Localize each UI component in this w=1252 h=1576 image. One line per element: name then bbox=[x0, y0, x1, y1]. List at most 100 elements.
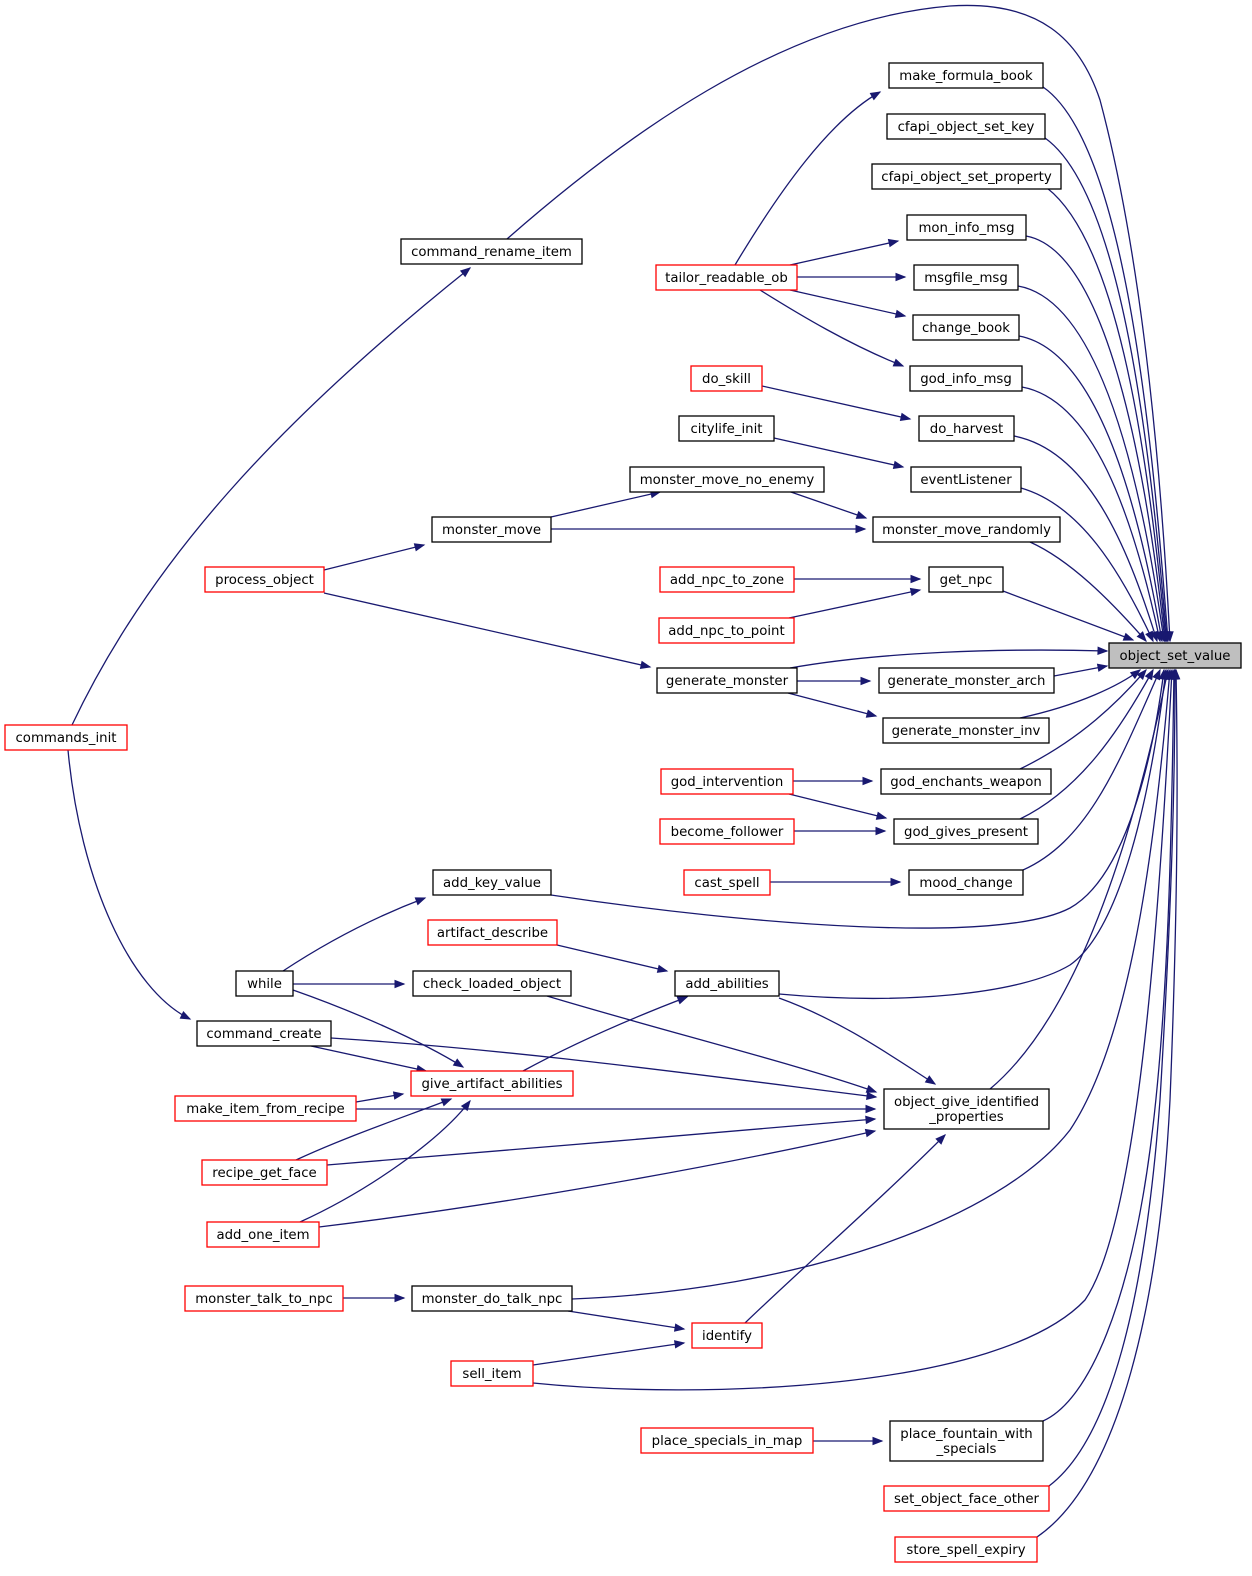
node-label-identify: identify bbox=[702, 1329, 752, 1344]
arrowhead-generate_monster-to-generate_monster_inv bbox=[865, 709, 878, 718]
arrowhead-generate_monster-to-generate_monster_arch bbox=[860, 676, 872, 686]
node-add_abilities[interactable]: add_abilities bbox=[674, 970, 780, 997]
node-make_item_from_recipe[interactable]: make_item_from_recipe bbox=[174, 1095, 357, 1122]
node-command_rename_item[interactable]: command_rename_item bbox=[400, 238, 583, 265]
node-box-get_npc bbox=[928, 566, 1004, 593]
node-box-add_npc_to_point bbox=[658, 617, 795, 644]
node-cfapi_object_set_property[interactable]: cfapi_object_set_property bbox=[871, 163, 1062, 190]
node-label-monster_move: monster_move bbox=[442, 523, 541, 538]
node-box-god_enchants_weapon bbox=[880, 768, 1052, 795]
node-box-identify bbox=[691, 1322, 763, 1349]
node-label-god_info_msg: god_info_msg bbox=[920, 372, 1012, 387]
node-box-god_intervention bbox=[660, 768, 794, 795]
node-do_skill[interactable]: do_skill bbox=[690, 365, 763, 392]
node-store_spell_expiry[interactable]: store_spell_expiry bbox=[894, 1536, 1038, 1563]
arrowhead-while-to-add_key_value bbox=[414, 897, 427, 906]
node-box-process_object bbox=[204, 566, 325, 593]
node-box-artifact_describe bbox=[427, 919, 558, 946]
node-make_formula_book[interactable]: make_formula_book bbox=[888, 62, 1044, 89]
node-recipe_get_face[interactable]: recipe_get_face bbox=[201, 1159, 328, 1186]
node-object_set_value[interactable]: object_set_value bbox=[1108, 642, 1242, 669]
edge-process_object-to-monster_move bbox=[323, 544, 425, 571]
node-label-generate_monster_arch: generate_monster_arch bbox=[888, 674, 1046, 689]
node-cfapi_object_set_key[interactable]: cfapi_object_set_key bbox=[886, 113, 1046, 140]
node-add_npc_to_point[interactable]: add_npc_to_point bbox=[658, 617, 795, 644]
node-add_key_value[interactable]: add_key_value bbox=[432, 869, 552, 896]
node-box-monster_move_randomly bbox=[872, 516, 1061, 543]
node-box-cfapi_object_set_key bbox=[886, 113, 1046, 140]
node-monster_move_randomly[interactable]: monster_move_randomly bbox=[872, 516, 1061, 543]
node-object_give_identified_properties[interactable]: object_give_identified_properties bbox=[883, 1088, 1050, 1130]
edge-make_formula_book-to-object_set_value bbox=[1042, 86, 1169, 642]
arrowhead-get_npc-to-object_set_value bbox=[1122, 632, 1135, 641]
node-eventListener[interactable]: eventListener bbox=[910, 466, 1022, 493]
node-box-monster_move bbox=[431, 516, 552, 543]
node-box-set_object_face_other bbox=[883, 1485, 1050, 1512]
arrowhead-monster_do_talk_npc-to-identify bbox=[673, 1323, 686, 1332]
node-god_enchants_weapon[interactable]: god_enchants_weapon bbox=[880, 768, 1052, 795]
node-mon_info_msg[interactable]: mon_info_msg bbox=[906, 214, 1027, 241]
node-monster_move_no_enemy[interactable]: monster_move_no_enemy bbox=[629, 466, 825, 493]
node-god_info_msg[interactable]: god_info_msg bbox=[909, 365, 1023, 392]
node-msgfile_msg[interactable]: msgfile_msg bbox=[913, 264, 1019, 291]
node-sell_item[interactable]: sell_item bbox=[450, 1360, 534, 1387]
edge-tailor_readable_ob-to-god_info_msg bbox=[759, 289, 904, 367]
edge-mood_change-to-object_set_value bbox=[1022, 669, 1161, 871]
node-add_npc_to_zone[interactable]: add_npc_to_zone bbox=[659, 566, 795, 593]
node-generate_monster_inv[interactable]: generate_monster_inv bbox=[882, 717, 1050, 744]
node-box-do_skill bbox=[690, 365, 763, 392]
node-check_loaded_object[interactable]: check_loaded_object bbox=[412, 970, 572, 997]
node-label-add_one_item: add_one_item bbox=[216, 1228, 309, 1243]
node-do_harvest[interactable]: do_harvest bbox=[918, 415, 1015, 442]
node-monster_talk_to_npc[interactable]: monster_talk_to_npc bbox=[184, 1285, 344, 1312]
node-box-mood_change bbox=[908, 869, 1024, 896]
edge-sell_item-to-identify bbox=[532, 1342, 685, 1366]
node-artifact_describe[interactable]: artifact_describe bbox=[427, 919, 558, 946]
node-box-give_artifact_abilities bbox=[410, 1070, 574, 1097]
node-god_gives_present[interactable]: god_gives_present bbox=[893, 818, 1039, 845]
arrowhead-eventListener-to-object_set_value bbox=[1145, 630, 1154, 643]
arrowhead-commands_init-to-command_create bbox=[179, 1011, 192, 1020]
node-box-place_fountain_with_specials bbox=[889, 1420, 1044, 1462]
edge-tailor_readable_ob-to-mon_info_msg bbox=[789, 240, 899, 266]
node-change_book[interactable]: change_book bbox=[912, 314, 1020, 341]
node-command_create[interactable]: command_create bbox=[196, 1020, 332, 1047]
arrowhead-monster_move_randomly-to-object_set_value bbox=[1136, 631, 1147, 643]
node-box-citylife_init bbox=[678, 415, 775, 442]
edge-while-to-add_key_value bbox=[282, 897, 426, 972]
node-generate_monster_arch[interactable]: generate_monster_arch bbox=[878, 667, 1055, 694]
node-citylife_init[interactable]: citylife_init bbox=[678, 415, 775, 442]
node-give_artifact_abilities[interactable]: give_artifact_abilities bbox=[410, 1070, 574, 1097]
node-become_follower[interactable]: become_follower bbox=[659, 818, 795, 845]
arrowhead-add_npc_to_zone-to-get_npc bbox=[910, 574, 922, 584]
node-get_npc[interactable]: get_npc bbox=[928, 566, 1004, 593]
arrowhead-mood_change-to-object_set_value bbox=[1152, 668, 1161, 681]
node-box-add_abilities bbox=[674, 970, 780, 997]
edge-god_intervention-to-god_gives_present bbox=[788, 793, 887, 819]
node-generate_monster[interactable]: generate_monster bbox=[656, 667, 798, 694]
arrowhead-make_item_from_recipe-to-object_give_identified_properties bbox=[865, 1104, 877, 1114]
node-while[interactable]: while bbox=[235, 970, 294, 997]
node-cast_spell[interactable]: cast_spell bbox=[683, 869, 771, 896]
node-label-make_item_from_recipe: make_item_from_recipe bbox=[186, 1102, 344, 1117]
node-place_specials_in_map[interactable]: place_specials_in_map bbox=[640, 1427, 814, 1454]
arrowhead-tailor_readable_ob-to-make_formula_book bbox=[869, 91, 882, 101]
arrowhead-tailor_readable_ob-to-mon_info_msg bbox=[887, 238, 900, 248]
node-monster_do_talk_npc[interactable]: monster_do_talk_npc bbox=[411, 1285, 573, 1312]
node-commands_init[interactable]: commands_init bbox=[4, 724, 128, 751]
node-identify[interactable]: identify bbox=[691, 1322, 763, 1349]
arrowhead-generate_monster-to-object_set_value bbox=[1097, 646, 1109, 655]
node-label-get_npc: get_npc bbox=[940, 573, 993, 588]
node-label-mood_change: mood_change bbox=[919, 876, 1012, 891]
node-god_intervention[interactable]: god_intervention bbox=[660, 768, 794, 795]
arrowhead-identify-to-object_give_identified_properties bbox=[935, 1134, 946, 1145]
edge-do_harvest-to-object_set_value bbox=[1013, 435, 1158, 642]
node-process_object[interactable]: process_object bbox=[204, 566, 325, 593]
arrowhead-cast_spell-to-mood_change bbox=[890, 877, 902, 887]
node-tailor_readable_ob[interactable]: tailor_readable_ob bbox=[655, 264, 798, 291]
node-add_one_item[interactable]: add_one_item bbox=[206, 1221, 320, 1248]
node-place_fountain_with_specials[interactable]: place_fountain_with_specials bbox=[889, 1420, 1044, 1462]
node-monster_move[interactable]: monster_move bbox=[431, 516, 552, 543]
node-mood_change[interactable]: mood_change bbox=[908, 869, 1024, 896]
node-set_object_face_other[interactable]: set_object_face_other bbox=[883, 1485, 1050, 1512]
